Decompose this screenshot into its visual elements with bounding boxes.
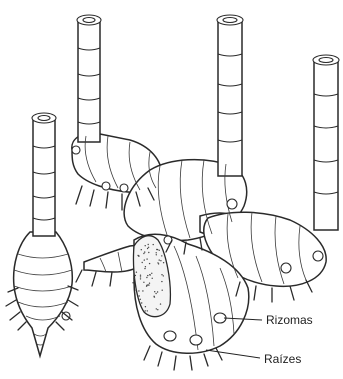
stipple-dot xyxy=(147,275,148,276)
stipple-dot xyxy=(141,249,142,250)
stipple-dot xyxy=(153,244,154,245)
stipple-dot xyxy=(157,262,158,263)
stipple-dot xyxy=(157,249,158,250)
stipple-dot xyxy=(136,272,137,273)
stipple-dot xyxy=(161,255,162,256)
stipple-dot xyxy=(140,276,141,277)
stipple-dot xyxy=(160,303,161,304)
stipple-dot xyxy=(145,306,146,307)
label-raizes: Raízes xyxy=(264,352,301,366)
stipple-dot xyxy=(135,287,136,288)
stipple-dot xyxy=(144,251,145,252)
stipple-dot xyxy=(151,273,152,274)
stipple-dot xyxy=(160,260,161,261)
stipple-dot xyxy=(163,262,164,263)
stipple-dot xyxy=(145,310,146,311)
stipple-dot xyxy=(148,252,149,253)
stipple-dot xyxy=(161,274,162,275)
stipple-dot xyxy=(146,258,147,259)
stipple-dot xyxy=(144,268,145,269)
stipple-dot xyxy=(163,275,164,276)
stipple-dot xyxy=(156,308,157,309)
stipple-dot xyxy=(141,302,142,303)
stipple-dot xyxy=(148,244,149,245)
stipple-dot xyxy=(140,278,141,279)
stipple-dot xyxy=(148,284,149,285)
stipple-dot xyxy=(145,266,146,267)
stipple-dot xyxy=(147,248,148,249)
stipple-dot xyxy=(140,299,141,300)
stipple-dot xyxy=(143,282,144,283)
stipple-dot xyxy=(162,290,163,291)
stipple-dot xyxy=(143,253,144,254)
stipple-dot xyxy=(132,282,133,283)
stipple-dot xyxy=(142,262,143,263)
stipple-dot xyxy=(161,281,162,282)
stipple-dot xyxy=(144,259,145,260)
label-rizomas: Rizomas xyxy=(266,313,313,327)
stipple-dot xyxy=(154,291,155,292)
stipple-dot xyxy=(135,275,136,276)
stipple-dot xyxy=(145,245,146,246)
stipple-dot xyxy=(149,263,150,264)
stipple-dot xyxy=(159,250,160,251)
stipple-dot xyxy=(149,274,150,275)
stipple-dot xyxy=(156,254,157,255)
stipple-dot xyxy=(139,295,140,296)
stipple-dot xyxy=(137,255,138,256)
stipple-dot xyxy=(146,286,147,287)
stipple-dot xyxy=(155,293,156,294)
stipple-dot xyxy=(135,289,136,290)
stipple-dot xyxy=(157,291,158,292)
stipple-dot xyxy=(138,290,139,291)
stipple-dot xyxy=(133,278,134,279)
stipple-dot xyxy=(148,247,149,248)
stipple-dot xyxy=(156,252,157,253)
stipple-dot xyxy=(152,278,153,279)
stipple-dot xyxy=(140,275,141,276)
stipple-dot xyxy=(147,310,148,311)
stipple-dot xyxy=(153,296,154,297)
stipple-dot xyxy=(149,283,150,284)
stipple-dot xyxy=(159,259,160,260)
stipple-dot xyxy=(142,290,143,291)
stipple-dot xyxy=(157,309,158,310)
stipple-dot xyxy=(146,277,147,278)
